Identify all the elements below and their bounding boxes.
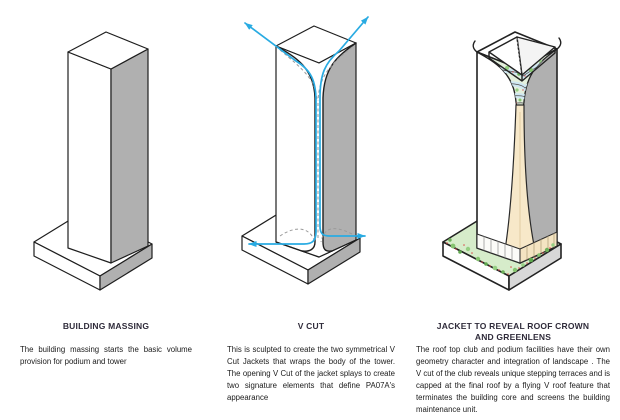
tower-left-face	[67, 51, 112, 264]
caption-body-v-cut: This is sculpted to create the two symme…	[227, 345, 395, 402]
podium-trees	[446, 238, 555, 275]
splay-flow-arrows	[244, 16, 369, 247]
v-cut-edge-left	[275, 45, 316, 252]
tower-top-face	[67, 31, 149, 70]
caption-body-jacket-reveal: The roof top club and podium facilities …	[416, 345, 610, 414]
caption-jacket-reveal: JACKET TO REVEAL ROOF CROWN AND GREENLEN…	[416, 321, 610, 416]
caption-title-building-massing: BUILDING MASSING	[62, 321, 150, 331]
splay-arrow-left	[244, 22, 317, 247]
podium-right-face	[99, 243, 153, 291]
jacket-lip-curls	[472, 37, 562, 53]
tower	[67, 31, 149, 264]
caption-title-v-cut: V CUT	[297, 321, 325, 331]
splay-arrow-right	[319, 16, 369, 239]
top-front-edges	[275, 42, 357, 64]
v-cut-edge-right	[322, 42, 357, 252]
flying-v-roof	[488, 36, 556, 82]
caption-body-building-massing: The building massing starts the basic vo…	[20, 345, 192, 366]
colonnade	[476, 231, 558, 264]
v-cut-edges	[275, 42, 357, 252]
base-front-edges	[275, 239, 357, 258]
massing-diagram	[33, 31, 153, 291]
podium-right-face	[508, 243, 562, 291]
caption-title-jacket-reveal: JACKET TO REVEAL ROOF CROWN AND GREENLEN…	[436, 321, 590, 342]
crown-greenlens-diagram	[442, 31, 562, 291]
caption-v-cut: V CUT This is sculpted to create the two…	[227, 321, 395, 404]
podium-right-face	[307, 237, 361, 285]
caption-building-massing: BUILDING MASSING The building massing st…	[20, 321, 192, 368]
tower	[275, 25, 357, 258]
v-cut-diagram	[241, 16, 369, 285]
core-reveal	[504, 104, 538, 257]
tower-right-face	[110, 48, 149, 264]
